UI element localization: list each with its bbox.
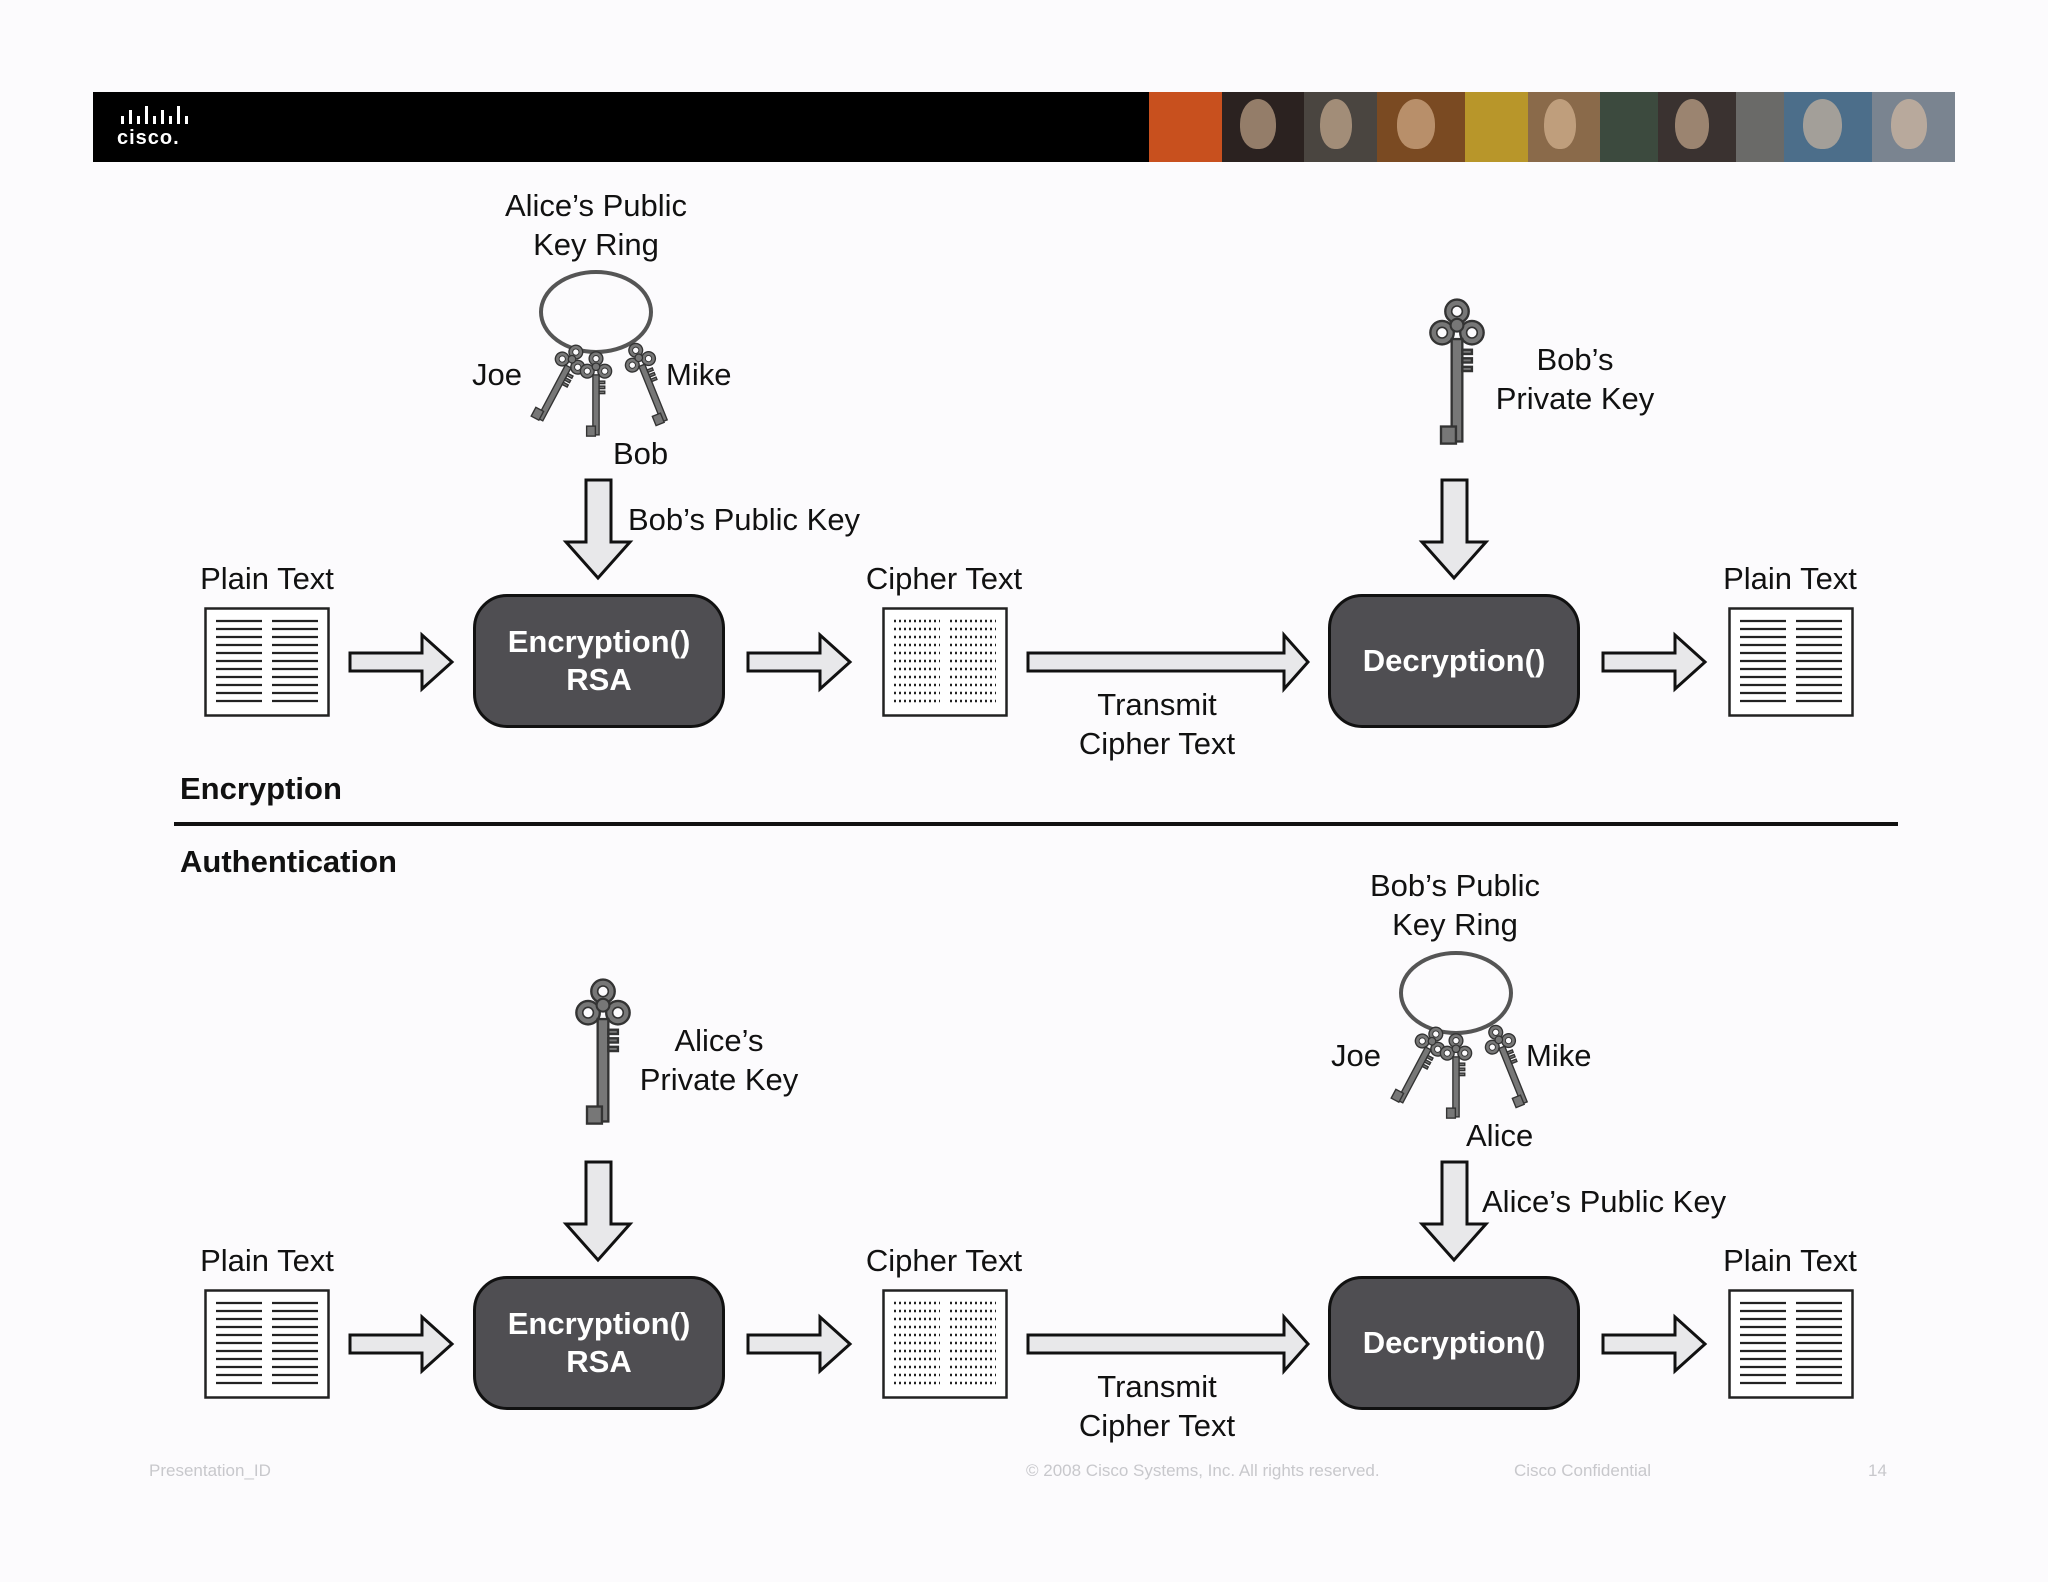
key-input-label: Alice’s Public Key (1482, 1184, 1727, 1219)
cipher-text-label: Cipher Text (865, 1243, 1023, 1278)
cisco-logo: cisco. (117, 104, 197, 150)
down-arrow-icon (1418, 478, 1490, 581)
encryption-rsa-box: Encryption() RSA (473, 1276, 725, 1410)
cipher-text-document-icon (882, 1289, 1008, 1399)
photo-tile (1527, 92, 1601, 162)
transmit-arrow-icon (1026, 631, 1311, 693)
key-label: Mike (1526, 1038, 1592, 1073)
cisco-bars-icon (121, 106, 188, 124)
header-banner: cisco. (93, 92, 1955, 162)
photo-tile (1783, 92, 1873, 162)
key-ring-title: Bob’s Public Key Ring (1369, 868, 1541, 942)
right-arrow-icon (746, 631, 853, 693)
plain-text-label: Plain Text (1723, 1243, 1857, 1278)
encryption-rsa-box: Encryption() RSA (473, 594, 725, 728)
alice-public-key-ring-icon (524, 270, 680, 437)
photo-tile (1221, 92, 1305, 162)
right-arrow-icon (1601, 631, 1708, 693)
bob-private-key-icon (1428, 298, 1486, 445)
alice-private-key-icon (574, 978, 632, 1125)
photo-tile (1600, 92, 1659, 162)
right-arrow-icon (348, 631, 455, 693)
transmit-label: Transmit Cipher Text (1078, 1369, 1236, 1443)
photo-tile (1872, 92, 1955, 162)
key-label: Mike (666, 357, 732, 392)
down-arrow-icon (562, 1160, 634, 1263)
plain-text-document-icon (204, 1289, 330, 1399)
photo-strip (1149, 92, 1955, 162)
right-arrow-icon (1601, 1313, 1708, 1375)
plain-text-document-icon (1728, 1289, 1854, 1399)
section-title-authentication: Authentication (180, 844, 397, 879)
photo-tile (1377, 92, 1465, 162)
key-label: Joe (1331, 1038, 1381, 1073)
plain-text-label: Plain Text (200, 561, 334, 596)
photo-tile (1304, 92, 1378, 162)
footer-page-number: 14 (1868, 1461, 1887, 1480)
transmit-arrow-icon (1026, 1313, 1311, 1375)
photo-tile (1658, 92, 1736, 162)
cisco-wordmark: cisco. (117, 127, 180, 149)
section-title-encryption: Encryption (180, 771, 342, 806)
key-ring-title: Alice’s Public Key Ring (504, 188, 688, 262)
private-key-label: Bob’s Private Key (1495, 342, 1655, 416)
plain-text-label: Plain Text (1723, 561, 1857, 596)
decryption-box: Decryption() (1328, 1276, 1580, 1410)
right-arrow-icon (348, 1313, 455, 1375)
photo-tile (1149, 92, 1222, 162)
footer-confidential: Cisco Confidential (1514, 1461, 1652, 1480)
plain-text-document-icon (1728, 607, 1854, 717)
private-key-label: Alice’s Private Key (639, 1023, 799, 1097)
down-arrow-icon (1418, 1160, 1490, 1263)
down-arrow-icon (562, 478, 634, 581)
plain-text-document-icon (204, 607, 330, 717)
right-arrow-icon (746, 1313, 853, 1375)
key-label: Bob (613, 436, 669, 471)
photo-tile (1735, 92, 1784, 162)
key-input-label: Bob’s Public Key (628, 502, 861, 537)
decryption-box: Decryption() (1328, 594, 1580, 728)
key-label: Joe (472, 357, 522, 392)
bob-public-key-ring-icon (1384, 951, 1540, 1119)
photo-tile (1464, 92, 1528, 162)
transmit-label: Transmit Cipher Text (1078, 687, 1236, 761)
footer-copyright: © 2008 Cisco Systems, Inc. All rights re… (1026, 1461, 1380, 1480)
key-label: Alice (1466, 1118, 1534, 1153)
cipher-text-document-icon (882, 607, 1008, 717)
cipher-text-label: Cipher Text (865, 561, 1023, 596)
footer-presentation-id: Presentation_ID (149, 1461, 271, 1480)
section-divider (174, 822, 1898, 826)
plain-text-label: Plain Text (200, 1243, 334, 1278)
